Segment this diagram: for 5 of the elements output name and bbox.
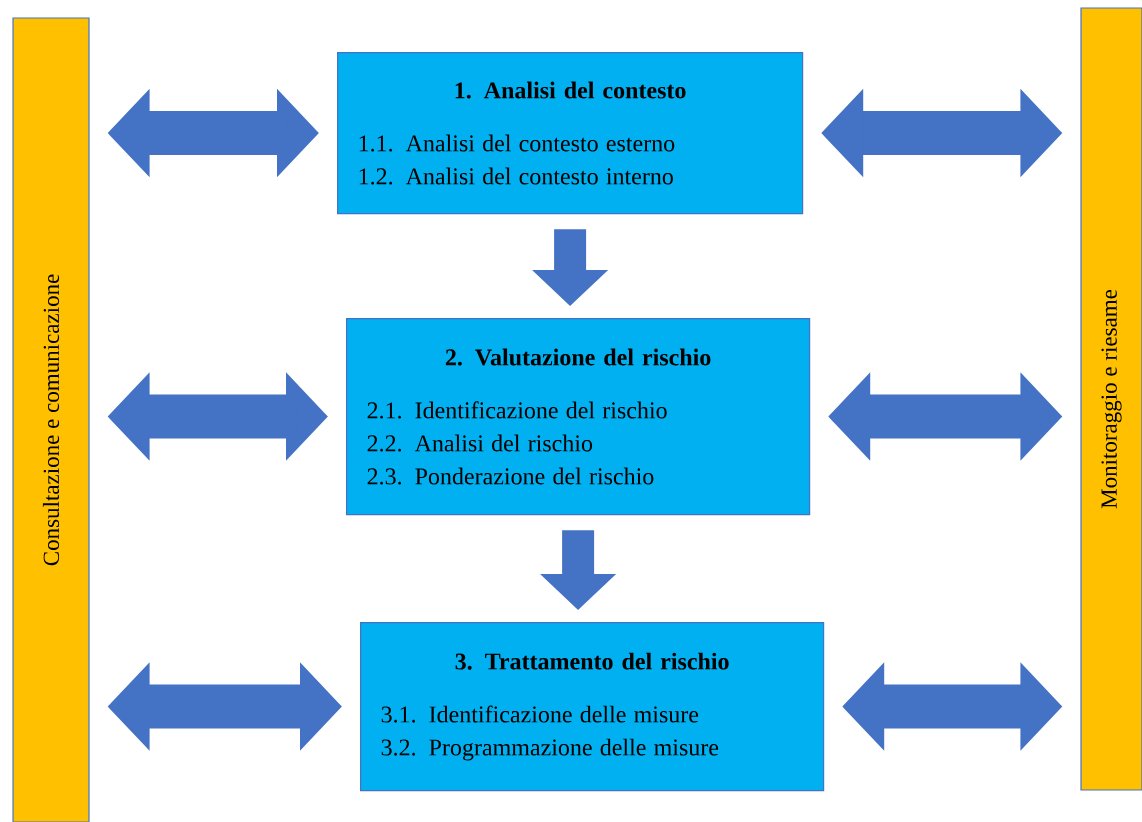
side-bar: Monitoraggio e riesame [1080, 7, 1142, 791]
process-box: 3. Trattamento del rischio 3.1. Identificazione delle misure 3.2. Programmazione delle misure [360, 622, 825, 792]
process-box: 1. Analisi del contesto 1.1. Analisi del contesto esterno 1.2. Analisi del contesto interno [337, 52, 804, 215]
side-bar: Consultazione e comunicazione [12, 17, 90, 822]
process-box: 2. Valutazione del rischio 2.1. Identificazione del rischio 2.2. Analisi del rischio 2.3. Ponderazione del rischio [346, 318, 811, 516]
